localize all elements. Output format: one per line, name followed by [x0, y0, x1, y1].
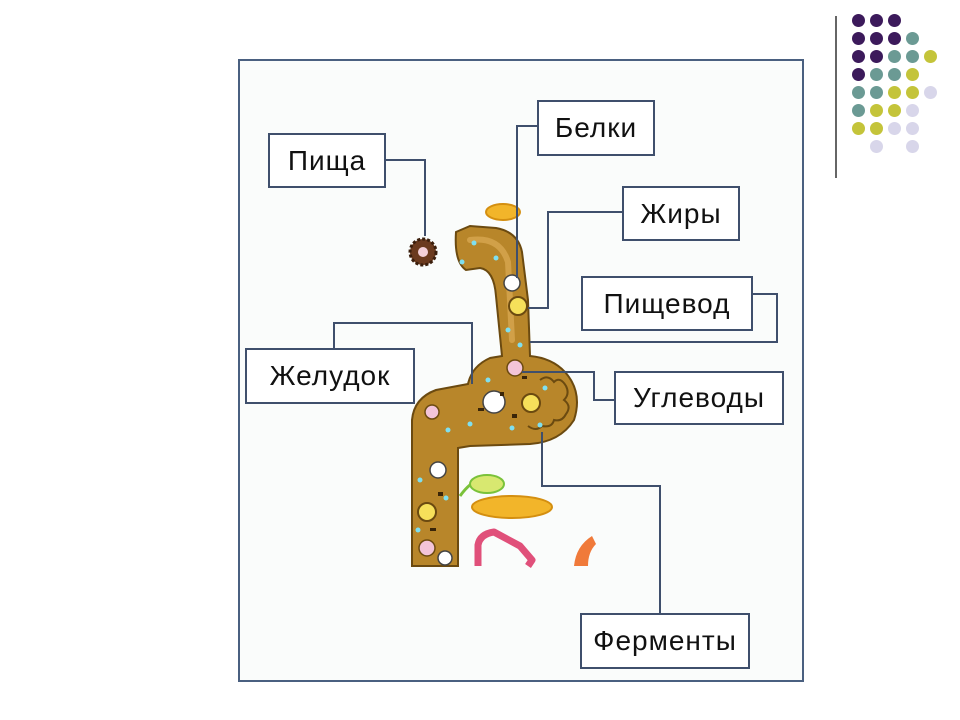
decor-divider-line — [835, 16, 837, 178]
decor-dot — [906, 86, 919, 99]
food-particle-icon — [408, 237, 438, 267]
decor-dot — [888, 50, 901, 63]
label-connectors — [333, 125, 778, 614]
label-esophagus: Пищевод — [581, 276, 753, 331]
decor-dot — [852, 50, 865, 63]
decor-dot — [870, 104, 883, 117]
label-fats: Жиры — [622, 186, 740, 241]
decor-dot — [906, 32, 919, 45]
label-enzymes: Ферменты — [580, 613, 750, 669]
decor-dot — [888, 104, 901, 117]
decor-dot — [888, 32, 901, 45]
decor-dot — [888, 14, 901, 27]
label-proteins: Белки — [537, 100, 655, 156]
decor-dot — [906, 50, 919, 63]
decor-dot — [888, 68, 901, 81]
decor-dot — [870, 68, 883, 81]
label-food: Пища — [268, 133, 386, 188]
decor-dot — [870, 86, 883, 99]
decor-dot — [906, 140, 919, 153]
decor-dot — [870, 14, 883, 27]
accessory-organs — [458, 474, 596, 568]
decor-dot — [906, 104, 919, 117]
decor-dot — [888, 122, 901, 135]
decor-dot — [906, 122, 919, 135]
decor-dot — [924, 86, 937, 99]
decor-dot — [870, 122, 883, 135]
label-stomach: Желудок — [245, 348, 415, 404]
decor-dot — [852, 104, 865, 117]
decor-dot-grid — [852, 14, 952, 154]
decor-dot — [852, 14, 865, 27]
decor-dot — [906, 68, 919, 81]
decor-dot — [852, 86, 865, 99]
decor-dot — [852, 122, 865, 135]
digestive-tract — [411, 224, 578, 567]
decor-dot — [870, 32, 883, 45]
decor-dot — [852, 68, 865, 81]
decor-dot — [924, 50, 937, 63]
label-carbohydrates: Углеводы — [614, 371, 784, 425]
fat-droplet-icon — [485, 203, 521, 221]
decor-dot — [888, 86, 901, 99]
decor-dot — [852, 32, 865, 45]
decor-dot — [870, 140, 883, 153]
decor-dot — [870, 50, 883, 63]
